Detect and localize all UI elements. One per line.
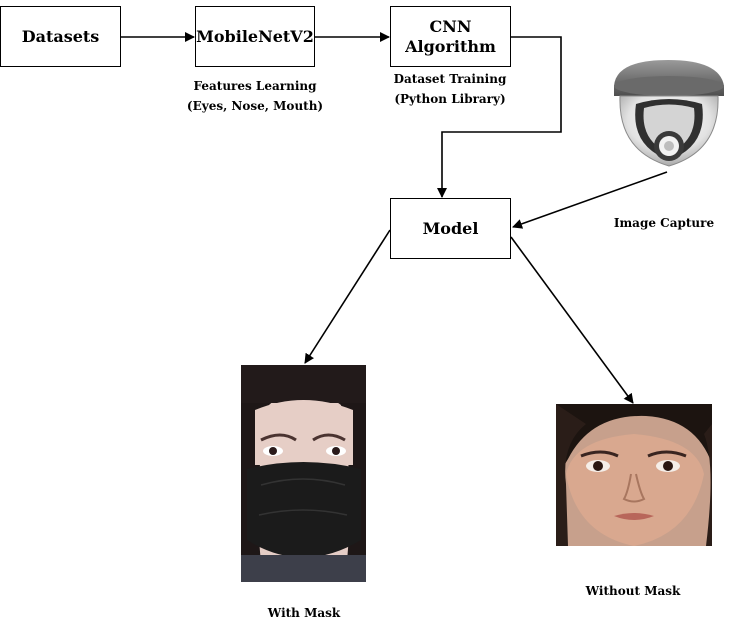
without-mask-caption: Without Mask [585,584,681,598]
features-caption-line2: (Eyes, Nose, Mouth) [186,99,324,113]
with-mask-photo [241,365,366,582]
without-mask-photo [556,404,712,546]
dataset-training-caption: Dataset Training (Python Library) [380,69,520,109]
cnn-label-line1: CNN [429,16,472,36]
arrow-model-to-without-mask [510,236,634,404]
arrow-camera-to-model [512,171,668,229]
mobilenet-label: MobileNetV2 [196,26,314,46]
datasets-label: Datasets [21,26,100,46]
training-caption-line2: (Python Library) [394,92,506,106]
features-learning-caption: Features Learning (Eyes, Nose, Mouth) [185,76,325,116]
model-label: Model [422,218,479,238]
arrow-model-to-with-mask [304,229,391,364]
features-caption-line1: Features Learning [193,79,317,93]
model-node: Model [390,198,511,259]
training-caption-line1: Dataset Training [393,72,507,86]
arrow-cnn-to-model [437,36,562,198]
woman-without-mask-photo [556,404,712,546]
cnn-label-line2: Algorithm [405,36,496,56]
datasets-node: Datasets [0,6,121,67]
woman-wearing-black-mask-photo [241,365,366,582]
image-capture-caption: Image Capture [613,216,715,230]
mobilenet-node: MobileNetV2 [195,6,315,67]
cnn-algorithm-node: CNN Algorithm [390,6,511,67]
with-mask-caption: With Mask [267,606,341,620]
security-camera-icon [614,60,724,167]
